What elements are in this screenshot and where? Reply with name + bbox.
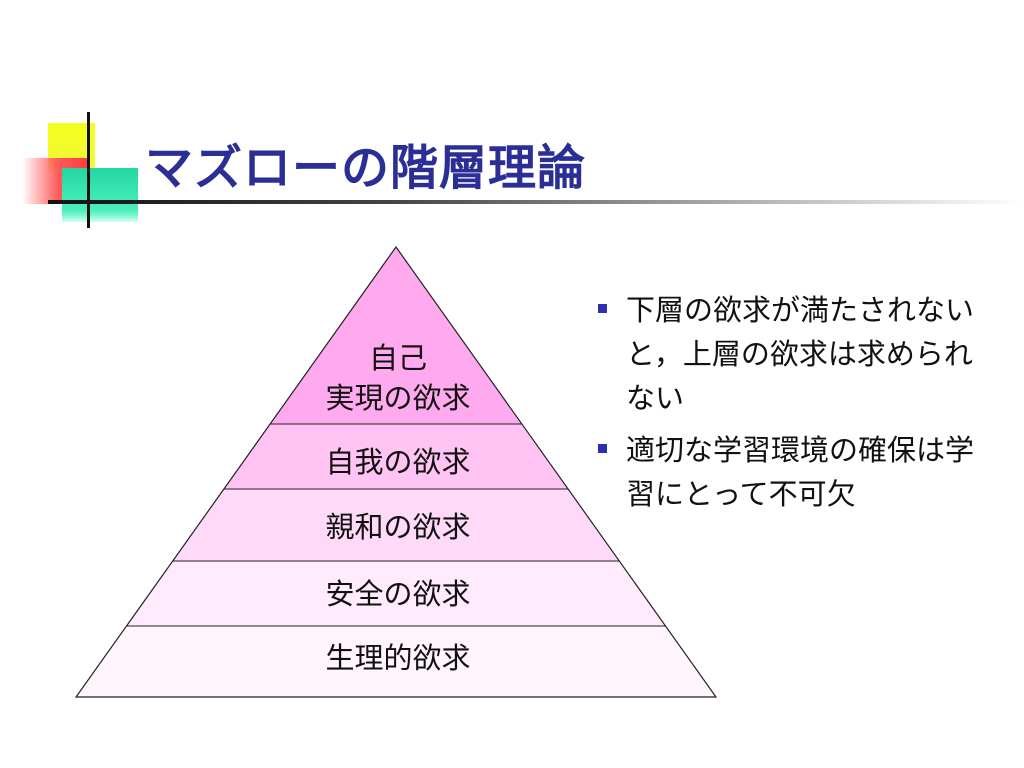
- pyramid-level-band: [76, 626, 716, 697]
- bullet-text: 適切な学習環境の確保は学習にとって不可欠: [626, 433, 975, 511]
- pyramid-level-label: 実現の欲求: [325, 381, 470, 415]
- decorative-green-square: [62, 168, 138, 222]
- bullet-item: 適切な学習環境の確保は学習にとって不可欠: [596, 428, 996, 516]
- bullet-text: 下層の欲求が満たされないと，上層の欲求は求められない: [626, 293, 975, 415]
- pyramid-level-label: 生理的欲求: [325, 641, 470, 675]
- bullet-item: 下層の欲求が満たされないと，上層の欲求は求められない: [596, 288, 996, 420]
- decorative-vertical-line: [87, 112, 90, 228]
- pyramid-level-label: 親和の欲求: [325, 510, 470, 544]
- bullet-list: 下層の欲求が満たされないと，上層の欲求は求められない 適切な学習環境の確保は学習…: [596, 288, 996, 524]
- pyramid-level-label: 自己: [369, 341, 427, 375]
- bullet-square-icon: [598, 304, 607, 313]
- pyramid-level-label: 安全の欲求: [325, 577, 470, 611]
- pyramid-level-label: 自我の欲求: [325, 445, 470, 479]
- bullet-square-icon: [598, 444, 607, 453]
- pyramid-level-band: [76, 561, 716, 626]
- title-underline: [48, 200, 1024, 204]
- page-title: マズローの階層理論: [145, 140, 587, 196]
